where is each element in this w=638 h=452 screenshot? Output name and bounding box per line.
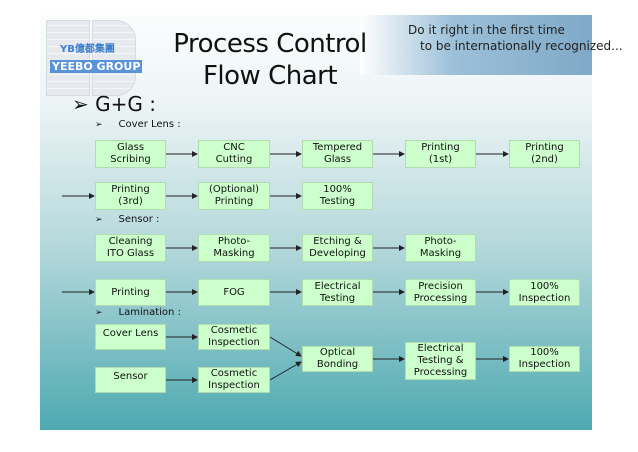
lam-cosmetic-inspection-1: Cosmetic Inspection	[198, 324, 270, 350]
lam-sensor: Sensor	[95, 367, 166, 393]
page-title: Process Control Flow Chart	[155, 28, 385, 92]
bullet-icon: ➢	[95, 120, 103, 130]
step-printing-2nd: Printing (2nd)	[509, 140, 580, 168]
logo-y-shape	[46, 20, 90, 96]
heading-text: G+G :	[95, 92, 156, 116]
label-sensor: ➢ Sensor :	[95, 214, 159, 226]
bullet-icon: ➢	[95, 308, 103, 318]
label-text: Cover Lens :	[118, 119, 181, 130]
step-printing-1st: Printing (1st)	[405, 140, 476, 168]
step-100-testing: 100% Testing	[302, 182, 373, 210]
label-cover-lens: ➢ Cover Lens :	[95, 119, 181, 131]
step-printing: Printing	[95, 279, 166, 306]
label-text: Sensor :	[118, 214, 160, 225]
title-line-1: Process Control	[173, 29, 367, 59]
step-etching-developing: Etching & Developing	[302, 234, 373, 262]
step-photo-masking-2: Photo- Masking	[405, 234, 476, 262]
lam-electrical-testing-processing: Electrical Testing & Processing	[405, 342, 476, 380]
step-optional-printing: (Optional) Printing	[198, 182, 270, 210]
header-banner-image	[360, 15, 592, 75]
step-100-inspection: 100% Inspection	[509, 279, 580, 306]
lam-cosmetic-inspection-2: Cosmetic Inspection	[198, 367, 270, 393]
section-heading: ➢ G+G :	[72, 93, 156, 115]
logo-text: YEEBO GROUP	[50, 60, 143, 73]
step-precision-processing: Precision Processing	[405, 279, 476, 306]
step-glass-scribing: Glass Scribing	[95, 140, 166, 168]
label-text: Lamination :	[118, 307, 181, 318]
step-cnc-cutting: CNC Cutting	[198, 140, 270, 168]
lam-cover-lens: Cover Lens	[95, 324, 166, 350]
label-lamination: ➢ Lamination :	[95, 307, 181, 319]
logo-b-shape	[92, 20, 136, 96]
step-electrical-testing: Electrical Testing	[302, 279, 373, 306]
title-line-2: Flow Chart	[202, 61, 338, 91]
bullet-arrow-icon: ➢	[72, 92, 89, 116]
motto-line-2: to be internationally recognized...	[420, 39, 623, 53]
lam-100-inspection: 100% Inspection	[509, 346, 580, 372]
step-tempered-glass: Tempered Glass	[302, 140, 373, 168]
lam-optical-bonding: Optical Bonding	[302, 346, 373, 372]
logo-cn-text: YB億都集團	[60, 44, 115, 55]
yeebo-logo: YB億都集團 YEEBO GROUP	[46, 18, 146, 98]
step-printing-3rd: Printing (3rd)	[95, 182, 166, 210]
bullet-icon: ➢	[95, 215, 103, 225]
step-photo-masking-1: Photo- Masking	[198, 234, 270, 262]
step-cleaning-ito: Cleaning ITO Glass	[95, 234, 166, 262]
motto: Do it right in the first time to be inte…	[408, 22, 623, 54]
step-fog: FOG	[198, 279, 270, 306]
motto-line-1: Do it right in the first time	[408, 23, 565, 37]
